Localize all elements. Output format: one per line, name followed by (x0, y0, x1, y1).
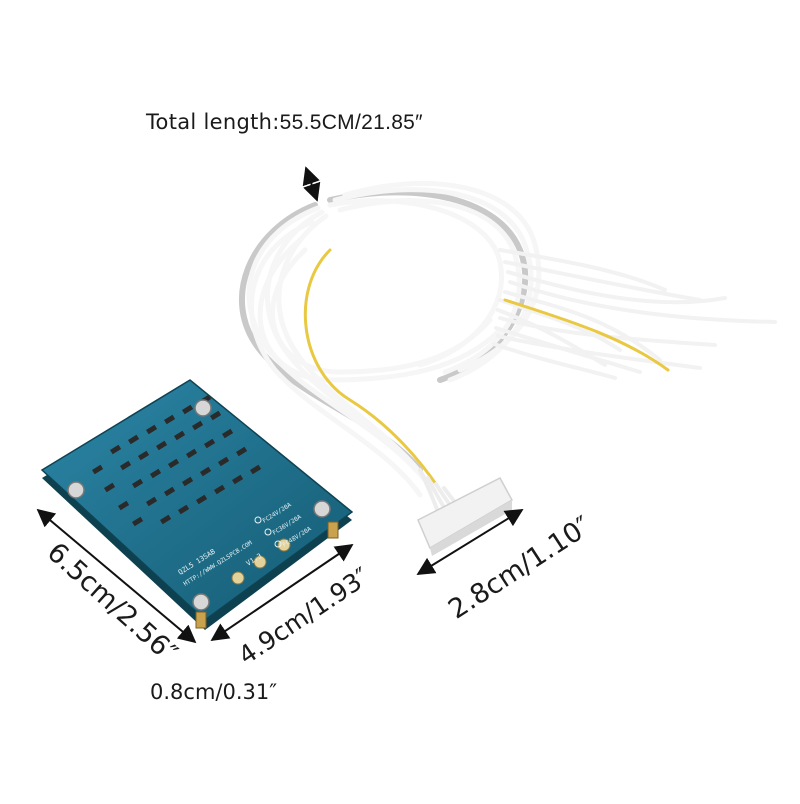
total-length-value: 55.5CM/21.85″ (279, 111, 423, 134)
total-length-prefix: Total length: (146, 110, 280, 134)
dimension-arrows (36, 166, 524, 644)
wire-harness (239, 180, 777, 538)
screw-icon (67, 399, 331, 611)
bms-pcb-board: QZL5 13SAB HTTP://WWW.QZLSPCB.COM V1.3 F… (40, 379, 354, 630)
total-length-label: Total length:55.5CM/21.85″ (146, 110, 423, 135)
thickness-dimension-label: 0.8cm/0.31″ (150, 680, 278, 704)
